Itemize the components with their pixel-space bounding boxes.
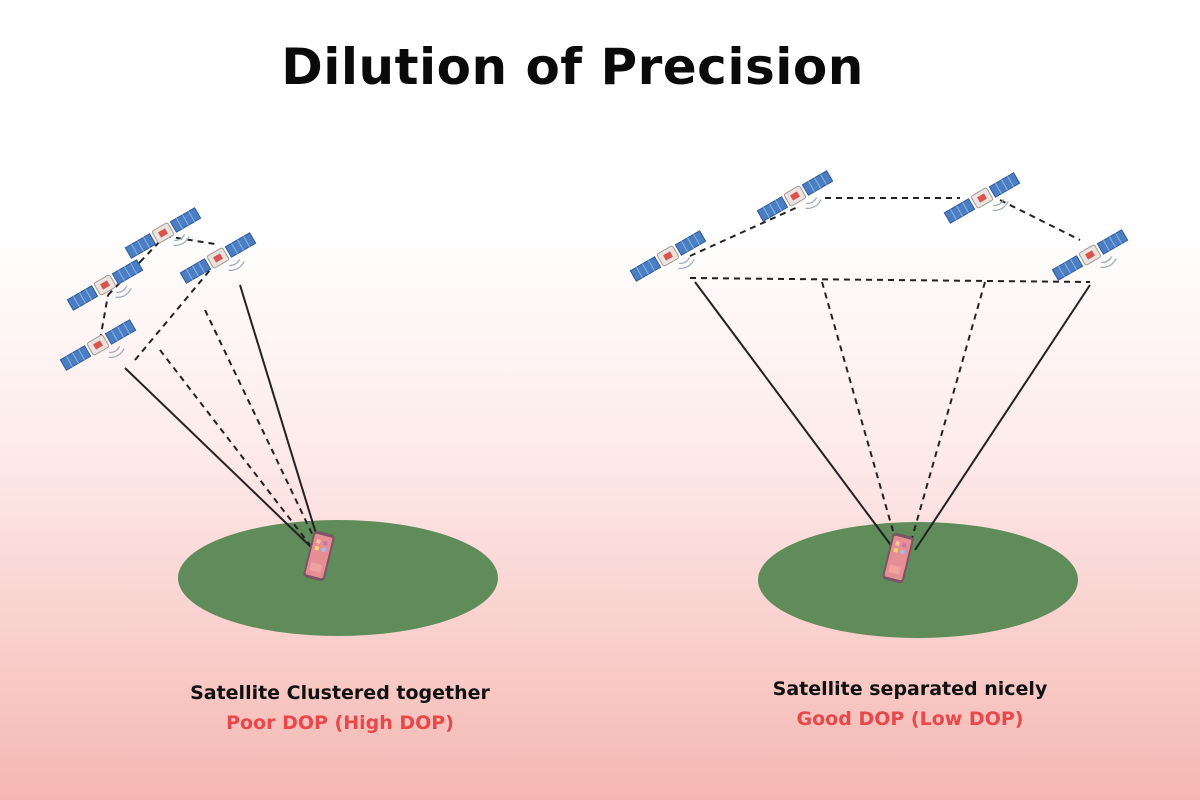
right-constellation-links bbox=[689, 197, 1091, 283]
right-dop-label: Good DOP (Low DOP) bbox=[796, 708, 1024, 730]
right-signal-lines bbox=[694, 281, 1091, 551]
satellite-icon bbox=[629, 229, 713, 294]
left-caption-text: Satellite Clustered together bbox=[190, 682, 490, 704]
ground-ellipse-right bbox=[758, 522, 1078, 638]
satellite-icon bbox=[943, 171, 1027, 236]
diagram-title: Dilution of Precision bbox=[281, 38, 864, 96]
left-signal-lines bbox=[124, 284, 319, 549]
left-dop-label: Poor DOP (High DOP) bbox=[226, 712, 454, 734]
right-caption: Satellite separated nicely Good DOP (Low… bbox=[700, 674, 1120, 734]
left-caption: Satellite Clustered together Poor DOP (H… bbox=[130, 678, 550, 738]
ground-ellipse-left bbox=[178, 520, 498, 636]
satellite-icon bbox=[756, 169, 840, 234]
satellite-icon bbox=[66, 258, 150, 323]
right-caption-text: Satellite separated nicely bbox=[772, 678, 1048, 700]
